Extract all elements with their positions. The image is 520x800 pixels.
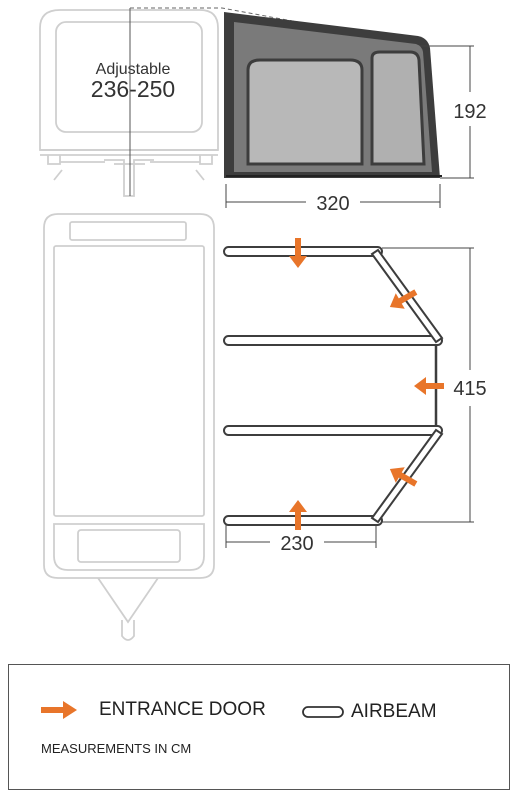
depth-dimension-lines [382,247,474,523]
adjustable-label: Adjustable [96,61,171,78]
adjustable-range: 236-250 [91,76,175,102]
entrance-arrow-lower-right [389,467,418,487]
airbeam-pill-icon [302,706,344,718]
side-width-dimension-label: 320 [316,193,349,215]
entrance-arrows [289,238,444,530]
height-dimension-lines [420,45,474,179]
legend-airbeam-label: AIRBEAM [351,701,437,722]
arrow-right-icon [41,701,77,719]
legend-entrance-door-label: ENTRANCE DOOR [99,699,266,720]
entrance-arrow-bottom [289,500,307,530]
entrance-arrow-right [414,377,444,395]
legend-airbeam: AIRBEAM [301,701,437,723]
entrance-arrow-top [289,238,307,268]
front-width-dimension-lines [225,524,377,548]
awning-diagram: Adjustable 236-250 192 320 [39,7,487,641]
legend-entrance-door: ENTRANCE DOOR [39,699,266,721]
width-dimension-lines [225,184,441,208]
entrance-arrow-upper-right [389,289,418,309]
depth-dimension-label: 415 [453,378,486,400]
caravan-top-view [43,213,215,641]
measurements-note: MEASUREMENTS IN CM [41,741,192,756]
front-width-dimension-label: 230 [280,533,313,555]
legend-box: ENTRANCE DOOR AIRBEAM MEASUREMENTS IN CM [8,664,510,790]
awning-side-view [224,12,442,178]
height-dimension-label: 192 [453,101,486,123]
caravan-front-view [39,9,219,197]
